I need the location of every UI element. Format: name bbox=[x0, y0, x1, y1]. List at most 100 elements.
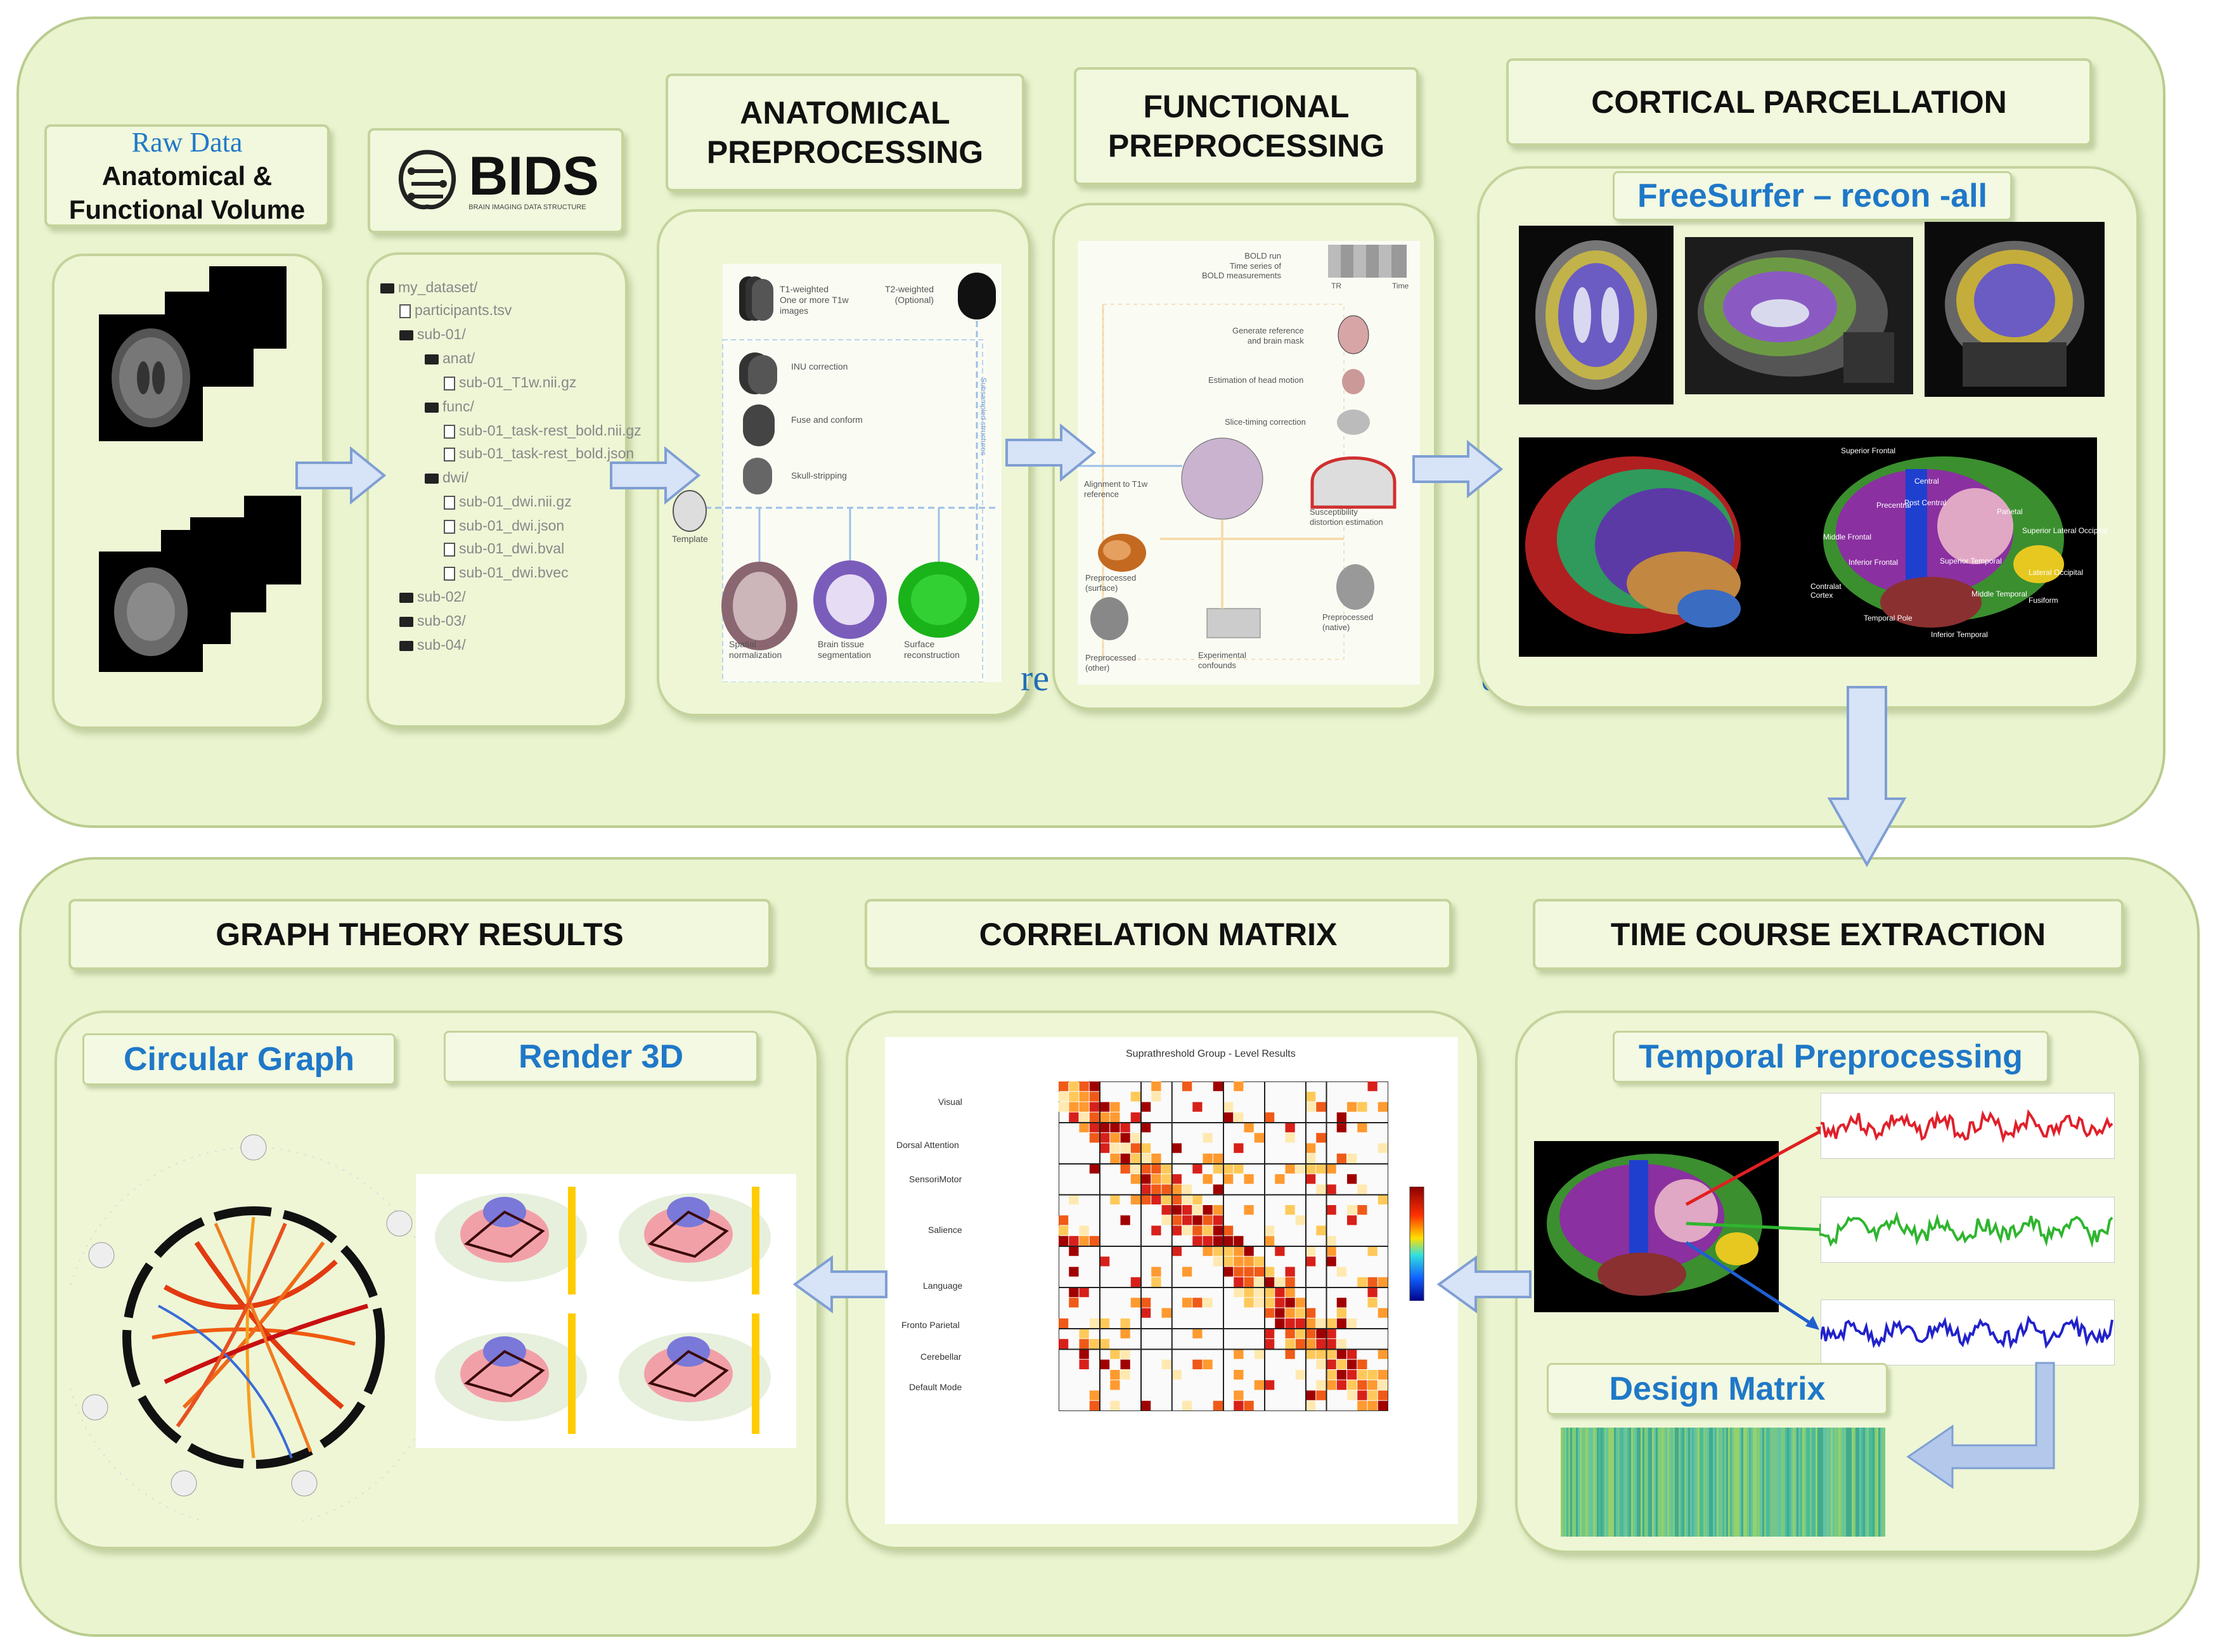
heatmap-cell bbox=[1234, 1277, 1244, 1287]
heatmap-cell bbox=[1306, 1349, 1316, 1359]
arrow-bids-to-anatomical bbox=[610, 446, 701, 505]
cortical-label-middle-frontal: Middle Frontal bbox=[1823, 532, 1872, 541]
coronal-parcellation-image bbox=[1925, 222, 2105, 397]
heatmap-cell bbox=[1265, 1277, 1275, 1287]
design-matrix-column bbox=[1789, 1428, 1791, 1537]
design-matrix-column bbox=[1738, 1428, 1739, 1537]
fuse-conform-label: Fuse and conform bbox=[791, 415, 863, 425]
heatmap-cell bbox=[1285, 1298, 1295, 1308]
design-matrix-column bbox=[1840, 1428, 1842, 1537]
heatmap-cell bbox=[1069, 1267, 1079, 1277]
design-matrix-column bbox=[1743, 1428, 1745, 1537]
heatmap-cell bbox=[1059, 1339, 1069, 1349]
heatmap-cell bbox=[1234, 1256, 1244, 1267]
design-matrix-column bbox=[1566, 1428, 1568, 1537]
heatmap-cell bbox=[1089, 1236, 1099, 1246]
arrow-functional-to-cortical bbox=[1412, 439, 1504, 499]
design-matrix-column bbox=[1580, 1428, 1582, 1537]
heatmap-cell bbox=[1130, 1153, 1140, 1163]
heatmap-cell bbox=[1285, 1329, 1295, 1339]
heatmap-cell bbox=[1316, 1329, 1326, 1339]
design-matrix-column bbox=[1684, 1428, 1686, 1537]
heatmap-cell bbox=[1110, 1153, 1120, 1163]
heatmap-cell bbox=[1100, 1112, 1110, 1122]
heatmap-cell bbox=[1234, 1390, 1244, 1400]
heatmap-cell bbox=[1275, 1318, 1285, 1328]
design-matrix-column bbox=[1852, 1428, 1854, 1537]
design-matrix-column bbox=[1812, 1428, 1814, 1537]
heatmap-cell bbox=[1079, 1081, 1089, 1092]
heatmap-cell bbox=[1316, 1380, 1326, 1390]
heatmap-cell bbox=[1100, 1256, 1110, 1267]
design-matrix-column bbox=[1597, 1428, 1599, 1537]
heatmap-cell bbox=[1336, 1153, 1346, 1163]
design-matrix-column bbox=[1604, 1428, 1606, 1537]
heatmap-cell bbox=[1336, 1349, 1346, 1359]
heatmap-cell bbox=[1367, 1390, 1377, 1400]
design-matrix-column bbox=[1698, 1428, 1700, 1537]
design-matrix-column bbox=[1606, 1428, 1608, 1537]
functional-title-line2: PREPROCESSING bbox=[1107, 128, 1385, 164]
design-matrix-column bbox=[1821, 1428, 1823, 1537]
heatmap-cell bbox=[1192, 1194, 1203, 1204]
heatmap-cell bbox=[1234, 1267, 1244, 1277]
heatmap-cell bbox=[1079, 1123, 1089, 1133]
heatmap-cell bbox=[1069, 1298, 1079, 1308]
design-matrix-column bbox=[1770, 1428, 1772, 1537]
heatmap-cell bbox=[1265, 1308, 1275, 1318]
heatmap-cell bbox=[1326, 1380, 1336, 1390]
cortical-parcellation-title: CORTICAL PARCELLATION bbox=[1506, 58, 2092, 146]
heatmap-cell bbox=[1306, 1092, 1316, 1102]
design-matrix-column bbox=[1827, 1428, 1829, 1537]
design-matrix-column bbox=[1861, 1428, 1863, 1537]
heatmap-cell bbox=[1130, 1277, 1140, 1287]
heatmap-cell bbox=[1234, 1112, 1244, 1122]
design-matrix-column bbox=[1661, 1428, 1663, 1537]
design-matrix-column bbox=[1593, 1428, 1595, 1537]
heatmap-cell bbox=[1089, 1339, 1099, 1349]
generate-reference-label: Generate reference and brain mask bbox=[1232, 326, 1304, 345]
heatmap-cell bbox=[1192, 1215, 1203, 1225]
heatmap-cell bbox=[1254, 1349, 1264, 1359]
heatmap-cell bbox=[1244, 1123, 1254, 1133]
heatmap-cell bbox=[1306, 1339, 1316, 1349]
heatmap-cell bbox=[1120, 1143, 1130, 1153]
matrix-group-default-mode: Default Mode bbox=[909, 1382, 962, 1392]
heatmap-cell bbox=[1130, 1092, 1140, 1102]
heatmap-cell bbox=[1316, 1339, 1326, 1349]
circular-graph bbox=[70, 1134, 437, 1521]
trace-box-blue bbox=[1821, 1300, 2115, 1365]
heatmap-cell bbox=[1141, 1123, 1151, 1133]
heatmap-cell bbox=[1120, 1349, 1130, 1359]
heatmap-cell bbox=[1089, 1133, 1099, 1143]
design-matrix-column bbox=[1800, 1428, 1802, 1537]
heatmap-cell bbox=[1110, 1112, 1120, 1122]
heatmap-cell bbox=[1079, 1236, 1089, 1246]
heatmap-cell bbox=[1171, 1205, 1182, 1215]
heatmap-cell bbox=[1234, 1370, 1244, 1380]
template-label: Template bbox=[672, 534, 708, 544]
design-matrix-column bbox=[1764, 1428, 1766, 1537]
heatmap-cell bbox=[1069, 1287, 1079, 1298]
design-matrix-column bbox=[1652, 1428, 1654, 1537]
design-matrix-column bbox=[1686, 1428, 1688, 1537]
time-label: Time bbox=[1392, 281, 1409, 290]
heatmap-cell bbox=[1326, 1329, 1336, 1339]
heatmap-cell bbox=[1069, 1092, 1079, 1102]
design-matrix-column bbox=[1747, 1428, 1749, 1537]
tree-item: sub-01_T1w.nii.gz bbox=[444, 374, 576, 391]
design-matrix-column bbox=[1576, 1428, 1578, 1537]
design-matrix-column bbox=[1692, 1428, 1694, 1537]
design-matrix-column bbox=[1608, 1428, 1610, 1537]
heatmap-cell bbox=[1213, 1256, 1223, 1267]
bold-run-label: BOLD run Time series of BOLD measurement… bbox=[1202, 251, 1281, 281]
design-matrix-column bbox=[1665, 1428, 1667, 1537]
heatmap-cell bbox=[1171, 1370, 1182, 1380]
heatmap-cell bbox=[1203, 1236, 1213, 1246]
heatmap-cell bbox=[1203, 1359, 1213, 1369]
design-matrix-column bbox=[1663, 1428, 1665, 1537]
heatmap-cell bbox=[1182, 1184, 1192, 1194]
heatmap-cell bbox=[1130, 1133, 1140, 1143]
heatmap-cell bbox=[1059, 1102, 1069, 1112]
design-matrix-column bbox=[1758, 1428, 1760, 1537]
